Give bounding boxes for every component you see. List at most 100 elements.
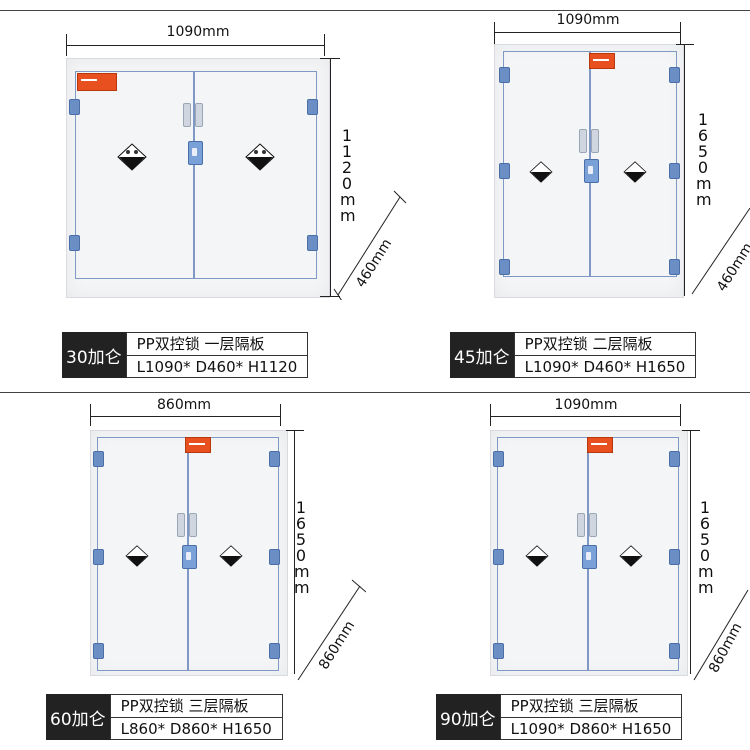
height-dimension-line bbox=[294, 430, 295, 674]
width-label: 1090mm bbox=[556, 12, 620, 28]
width-tick-right bbox=[280, 404, 281, 426]
capacity-tag: 30加仑 bbox=[62, 332, 126, 378]
hinge-icon bbox=[69, 235, 80, 251]
cabinet-body bbox=[490, 430, 688, 676]
corrosive-hazard-icon bbox=[525, 545, 549, 567]
width-tick-left bbox=[66, 34, 67, 56]
warning-label bbox=[185, 437, 211, 453]
door-handle bbox=[591, 129, 599, 153]
product-label: 45加仑 PP双控锁 二层隔板 L1090* D460* H1650 bbox=[450, 332, 697, 378]
corrosive-hazard-icon bbox=[623, 161, 647, 183]
height-tick-bottom bbox=[320, 296, 340, 297]
height-label: 1 6 5 0 m m bbox=[698, 498, 714, 597]
warning-label bbox=[587, 437, 613, 453]
door-handle bbox=[195, 103, 203, 127]
hinge-icon bbox=[269, 549, 280, 565]
spec-box: PP双控锁 三层隔板 L860* D860* H1650 bbox=[109, 694, 283, 740]
width-tick-left bbox=[490, 404, 491, 426]
corrosive-hazard-icon bbox=[529, 161, 553, 183]
spec-line-2: L860* D860* H1650 bbox=[110, 717, 282, 740]
hinge-icon bbox=[93, 549, 104, 565]
height-label: 1 6 5 0 m m bbox=[696, 110, 712, 209]
spec-box: PP双控锁 一层隔板 L1090* D460* H1120 bbox=[125, 332, 309, 378]
width-dimension-line bbox=[494, 32, 680, 33]
width-dimension-line bbox=[66, 45, 324, 46]
width-dimension-line bbox=[90, 416, 280, 417]
corrosive-hazard-icon bbox=[619, 545, 643, 567]
door-handle bbox=[589, 513, 597, 537]
door-handle bbox=[577, 513, 585, 537]
width-label: 1090mm bbox=[166, 24, 230, 40]
hinge-icon bbox=[669, 643, 680, 659]
corrosive-hazard-icon bbox=[245, 143, 275, 171]
hinge-icon bbox=[669, 549, 680, 565]
spec-line-2: L1090* D860* H1650 bbox=[500, 717, 682, 740]
lock-icon bbox=[188, 141, 203, 165]
hinge-icon bbox=[307, 235, 318, 251]
width-label: 1090mm bbox=[554, 397, 618, 413]
top-divider bbox=[0, 10, 750, 11]
warning-label bbox=[77, 73, 117, 91]
left-door bbox=[75, 71, 195, 279]
height-label: 1 6 5 0 m m bbox=[294, 498, 310, 597]
spec-line-2: L1090* D460* H1120 bbox=[126, 355, 308, 378]
product-label: 60加仑 PP双控锁 三层隔板 L860* D860* H1650 bbox=[46, 694, 283, 740]
door-handle bbox=[189, 513, 197, 537]
depth-dimension-line bbox=[333, 190, 407, 300]
height-dimension-line bbox=[330, 58, 331, 296]
hinge-icon bbox=[499, 163, 510, 179]
width-tick-right bbox=[324, 34, 325, 56]
height-tick-top bbox=[676, 44, 694, 45]
hinge-icon bbox=[269, 451, 280, 467]
height-dimension-line bbox=[690, 430, 691, 674]
cabinet-body bbox=[90, 430, 288, 676]
lock-icon bbox=[582, 545, 597, 569]
spec-line-1: PP双控锁 三层隔板 bbox=[510, 697, 639, 715]
corrosive-hazard-icon bbox=[117, 143, 147, 171]
corrosive-hazard-icon bbox=[219, 545, 243, 567]
right-door bbox=[193, 71, 317, 279]
height-tick-top bbox=[320, 58, 340, 59]
width-label: 860mm bbox=[157, 397, 211, 413]
depth-dimension-line bbox=[693, 589, 749, 681]
hinge-icon bbox=[493, 549, 504, 565]
hinge-icon bbox=[307, 99, 318, 115]
height-tick-top bbox=[682, 430, 700, 431]
product-label: 30加仑 PP双控锁 一层隔板 L1090* D460* H1120 bbox=[62, 332, 309, 378]
hinge-icon bbox=[499, 259, 510, 275]
hinge-icon bbox=[499, 67, 510, 83]
depth-dimension-line bbox=[297, 579, 366, 681]
lock-icon bbox=[182, 545, 197, 569]
hinge-icon bbox=[669, 67, 680, 83]
height-tick-top bbox=[286, 430, 304, 431]
door-handle bbox=[183, 103, 191, 127]
middle-divider bbox=[0, 392, 750, 393]
height-dimension-line bbox=[684, 44, 685, 296]
depth-dimension-line bbox=[691, 207, 750, 295]
hinge-icon bbox=[93, 451, 104, 467]
spec-box: PP双控锁 三层隔板 L1090* D860* H1650 bbox=[499, 694, 683, 740]
hinge-icon bbox=[269, 643, 280, 659]
hinge-icon bbox=[69, 99, 80, 115]
capacity-tag: 45加仑 bbox=[450, 332, 514, 378]
door-handle bbox=[579, 129, 587, 153]
spec-line-1: PP双控锁 一层隔板 bbox=[136, 335, 265, 353]
spec-line-1: PP双控锁 二层隔板 bbox=[524, 335, 653, 353]
product-label: 90加仑 PP双控锁 三层隔板 L1090* D860* H1650 bbox=[436, 694, 683, 740]
spec-line-2: L1090* D460* H1650 bbox=[514, 355, 696, 378]
spec-box: PP双控锁 二层隔板 L1090* D460* H1650 bbox=[513, 332, 697, 378]
capacity-tag: 90加仑 bbox=[436, 694, 500, 740]
capacity-tag: 60加仑 bbox=[46, 694, 110, 740]
cabinet-body bbox=[66, 58, 330, 298]
lock-icon bbox=[584, 159, 599, 183]
hinge-icon bbox=[93, 643, 104, 659]
height-label: 1 1 2 0 m m bbox=[340, 126, 356, 225]
spec-line-1: PP双控锁 三层隔板 bbox=[120, 697, 249, 715]
hinge-icon bbox=[493, 451, 504, 467]
hinge-icon bbox=[493, 643, 504, 659]
door-handle bbox=[177, 513, 185, 537]
hinge-icon bbox=[669, 451, 680, 467]
width-tick-left bbox=[90, 404, 91, 426]
cabinet-body bbox=[494, 44, 684, 298]
width-tick-right bbox=[680, 404, 681, 426]
